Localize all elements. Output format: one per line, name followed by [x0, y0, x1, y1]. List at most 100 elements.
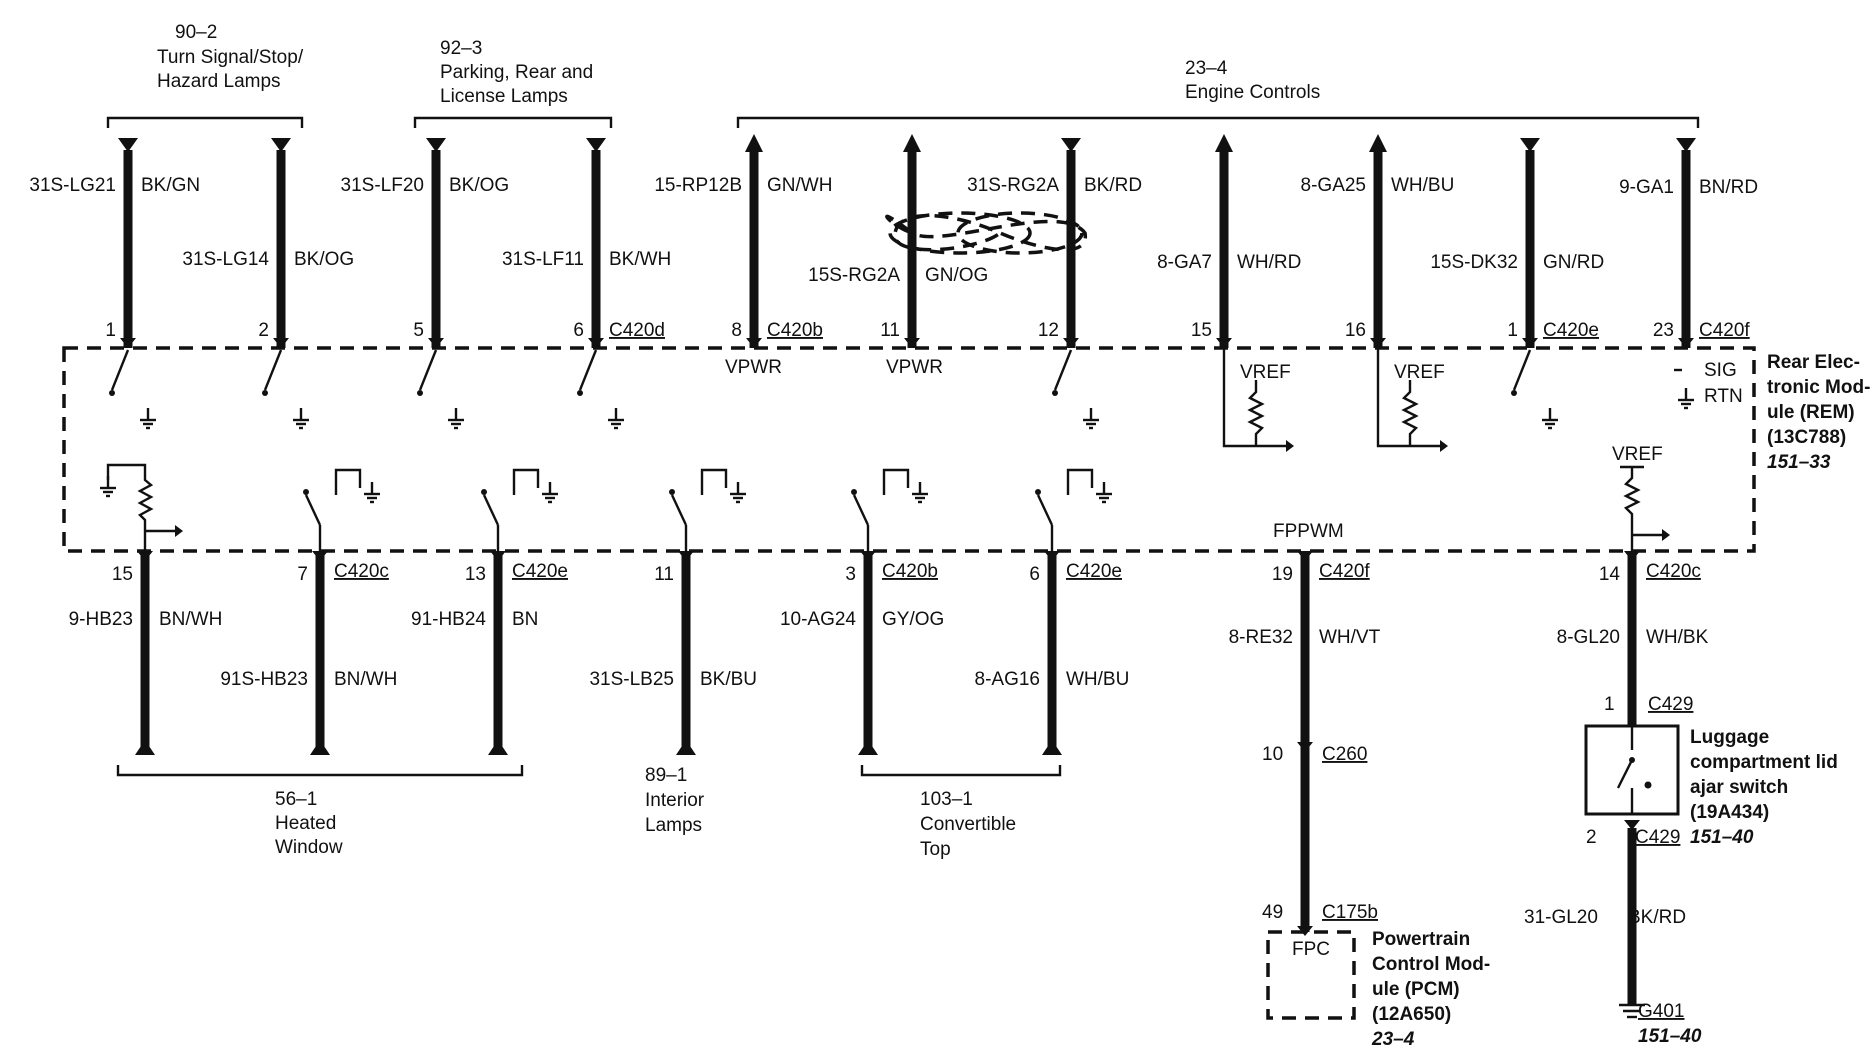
switch-blade	[1616, 759, 1634, 789]
wire-circuit: 91S-HB23	[220, 669, 308, 690]
arrow-up-marker	[858, 740, 878, 755]
switch-blade	[1053, 349, 1073, 391]
resistor	[1623, 467, 1641, 551]
switch-return	[700, 468, 728, 495]
pin-marker	[904, 338, 920, 348]
group-name-line: Top	[920, 839, 951, 860]
rem-name-line: (13C788)	[1767, 427, 1846, 448]
group-name-line: Convertible	[920, 814, 1016, 835]
signal-arrow	[175, 525, 183, 537]
wire-color: WH/BU	[1391, 175, 1454, 196]
wire-color: BN/RD	[1699, 177, 1758, 198]
signal-arrow	[1662, 529, 1670, 541]
pcm-module-box	[1266, 930, 1356, 1020]
switch-pivot	[669, 489, 675, 495]
group-ref: 89–1	[645, 765, 687, 786]
wire-color: WH/VT	[1319, 627, 1381, 648]
pin-marker	[428, 338, 444, 348]
wire-connector: C420f	[1699, 320, 1750, 341]
pin-marker	[312, 551, 328, 561]
top-group-engine-controls: 23–4 Engine Controls	[736, 58, 1700, 128]
switch-pivot	[1052, 390, 1058, 396]
group-name-line: Heated	[275, 813, 336, 834]
vref-label: VREF	[1612, 444, 1663, 465]
wire-connector: C420c	[334, 561, 389, 582]
arrow-down-marker	[271, 138, 291, 152]
group-ref: 23–4	[1185, 58, 1228, 79]
wire-circuit: 8-GA25	[1301, 175, 1366, 196]
wire-pin: 19	[1272, 564, 1293, 585]
arrow-up-marker	[1369, 134, 1387, 152]
wire-circuit: 31S-RG2A	[967, 175, 1059, 196]
wire-circuit: 31S-LG14	[182, 249, 269, 270]
wire-connector: C420d	[609, 320, 665, 341]
pcm-ref: 23–4	[1371, 1029, 1415, 1050]
c260-pin: 10	[1262, 744, 1283, 765]
wire-circuit: 15-RP12B	[654, 175, 742, 196]
bottom-group-convertible-top: 103–1 Convertible Top	[860, 765, 1062, 860]
ground-circuit: 31-GL20	[1524, 907, 1598, 928]
wire-color: BK/RD	[1084, 175, 1142, 196]
wire-color: GY/OG	[882, 609, 944, 630]
c175-connector: C175b	[1322, 902, 1378, 923]
pin-marker	[490, 551, 506, 561]
switch-pin-2: 2	[1586, 827, 1597, 848]
top-group-parking: 92–3 Parking, Rear and License Lamps	[413, 38, 613, 128]
wire-color: BK/BU	[700, 669, 757, 690]
wire-pin: 8	[731, 320, 742, 341]
arrow-up-marker	[1215, 134, 1233, 152]
switch-pivot	[851, 489, 857, 495]
wire-color: BN/WH	[334, 669, 397, 690]
rem-module-box	[62, 346, 1756, 553]
arrow-up-marker	[745, 134, 763, 152]
twisted-pair-symbol	[885, 213, 1087, 252]
wire-color: BK/OG	[294, 249, 354, 270]
group-name-line: Lamps	[645, 815, 702, 836]
group-name-line: Turn Signal/Stop/	[157, 47, 304, 68]
switch-blade	[852, 494, 870, 526]
pin-marker	[1522, 338, 1538, 348]
wire-color: WH/BU	[1066, 669, 1129, 690]
pcm-name-line: Control Mod-	[1372, 954, 1490, 975]
wire-pin: 15	[112, 564, 133, 585]
switch-name-line: compartment lid	[1690, 752, 1838, 773]
rem-ref: 151–33	[1767, 452, 1831, 473]
pin-marker	[1216, 338, 1232, 348]
resistor	[1401, 380, 1419, 446]
switch-blade	[110, 349, 130, 391]
switch-pivot	[1035, 489, 1041, 495]
arrow-up-marker	[488, 740, 508, 755]
wire-pin: 1	[1507, 320, 1518, 341]
bottom-group-heated-window: 56–1 Heated Window	[116, 765, 524, 858]
switch-pivot	[1629, 757, 1635, 763]
switch-name-line: ajar switch	[1690, 777, 1788, 798]
wire-pin: 11	[880, 320, 900, 341]
bottom-group-interior-lamps: 89–1 Interior Lamps	[645, 765, 705, 836]
wire-color: WH/BK	[1646, 627, 1709, 648]
group-name-line: Engine Controls	[1185, 82, 1320, 103]
switch-pin-1: 1	[1604, 694, 1615, 715]
c429-connector: C429	[1635, 827, 1680, 848]
switch-return	[512, 468, 540, 495]
pcm-name-line: (12A650)	[1372, 1004, 1451, 1025]
wire-color: GN/RD	[1543, 252, 1604, 273]
wire-pin: 1	[105, 320, 116, 341]
ground-color: BK/RD	[1628, 907, 1686, 928]
wire-pin: 15	[1191, 320, 1212, 341]
resistor	[1247, 380, 1265, 446]
wire-connector: C420c	[1646, 561, 1701, 582]
wire-pin: 3	[845, 564, 856, 585]
luggage-path: 1 C429 Luggage compartment lid ajar swit…	[1524, 694, 1838, 1047]
signal-arrow	[1440, 440, 1448, 452]
